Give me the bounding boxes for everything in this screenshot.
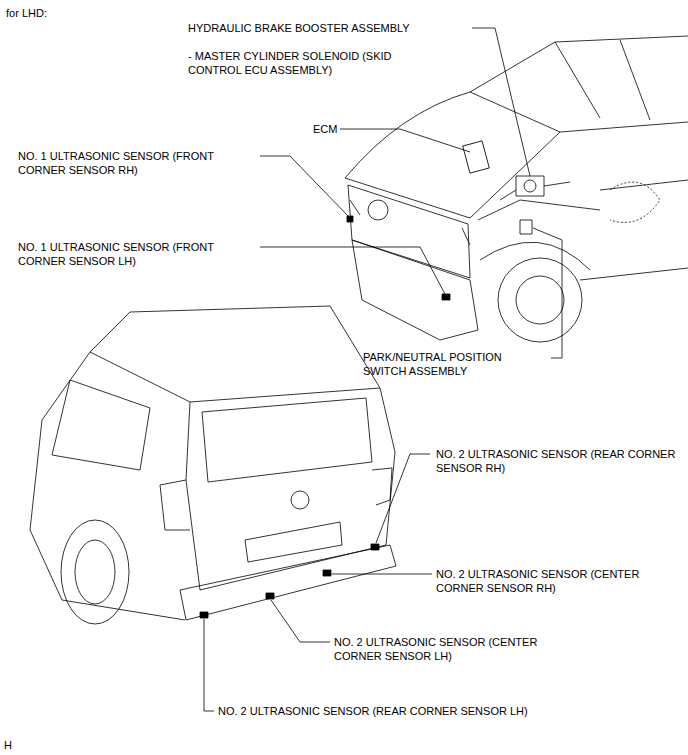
rear-vehicle — [30, 306, 396, 624]
part-label: NO. 1 ULTRASONIC SENSOR (FRONT CORNER SE… — [18, 240, 258, 268]
part-label: NO. 2 ULTRASONIC SENSOR (REAR CORNER SEN… — [436, 447, 676, 475]
part-label: NO. 2 ULTRASONIC SENSOR (REAR CORNER SEN… — [218, 704, 618, 718]
pnp-switch — [520, 220, 532, 234]
part-label: NO. 2 ULTRASONIC SENSOR (CENTER CORNER S… — [334, 635, 574, 663]
part-label: NO. 2 ULTRASONIC SENSOR (CENTER CORNER S… — [436, 567, 676, 595]
page-title: for LHD: — [6, 6, 126, 20]
part-label: PARK/NEUTRAL POSITION SWITCH ASSEMBLY — [363, 350, 548, 378]
part-label: - MASTER CYLINDER SOLENOID (SKID CONTROL… — [188, 49, 403, 77]
part-label: HYDRAULIC BRAKE BOOSTER ASSEMBLY — [188, 21, 478, 35]
part-label: NO. 1 ULTRASONIC SENSOR (FRONT CORNER SE… — [18, 149, 258, 177]
ecm-part — [463, 141, 490, 173]
front-vehicle — [345, 36, 688, 342]
brake-booster — [516, 176, 544, 196]
leader-lines — [204, 28, 562, 711]
part-label: ECM — [313, 122, 353, 136]
part-label: H — [4, 738, 34, 752]
